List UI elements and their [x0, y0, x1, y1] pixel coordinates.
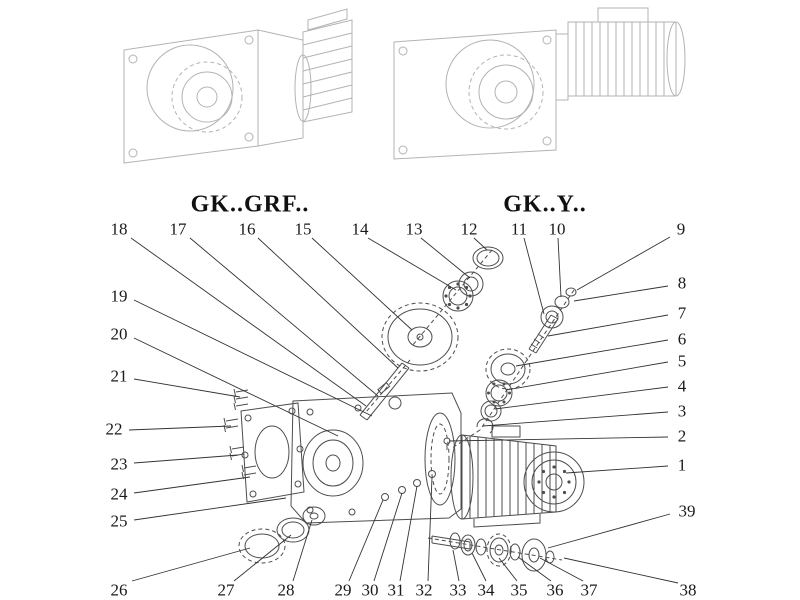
callout-6: 6 [677, 329, 687, 349]
callout-3: 3 [677, 401, 687, 421]
callout-10: 10 [548, 219, 566, 239]
gear-housing [290, 392, 462, 524]
gearbox-y-drawing [393, 7, 686, 160]
leader-line-9 [576, 236, 671, 291]
callout-23: 23 [110, 454, 128, 474]
leader-line-16 [257, 237, 399, 369]
callout-16: 16 [238, 219, 256, 239]
leader-line-21 [133, 378, 241, 398]
leader-line-18 [130, 237, 367, 407]
leader-line-38 [563, 557, 679, 584]
leader-line-28 [292, 519, 313, 582]
leader-line-34 [471, 552, 487, 582]
leader-line-19 [133, 299, 373, 417]
callout-25: 25 [110, 511, 128, 531]
leader-line-35 [498, 557, 518, 582]
bevel-pinion-shaft [528, 287, 577, 354]
model-label-grf: GK..GRF.. [190, 191, 310, 218]
callout-29: 29 [334, 580, 352, 600]
leader-line-24 [133, 476, 251, 494]
leader-line-22 [128, 425, 232, 431]
leader-line-1 [565, 465, 669, 474]
seal-and-ring-set [238, 506, 326, 564]
callout-17: 17 [169, 219, 187, 239]
callout-37: 37 [580, 580, 598, 600]
leader-line-17 [189, 237, 379, 397]
callout-36: 36 [546, 580, 564, 600]
callout-31: 31 [387, 580, 405, 600]
callout-28: 28 [277, 580, 295, 600]
leader-line-14 [367, 237, 457, 291]
gearbox-grf-drawing [123, 8, 353, 164]
leader-line-37 [539, 557, 584, 582]
leader-line-32 [427, 476, 433, 582]
callout-1: 1 [677, 455, 687, 475]
callout-11: 11 [510, 219, 528, 239]
leader-line-30 [373, 492, 403, 582]
callout-12: 12 [460, 219, 478, 239]
leader-line-29 [348, 499, 384, 582]
output-shaft-assembly [427, 532, 563, 572]
leader-line-8 [573, 285, 669, 302]
leader-line-27 [233, 534, 292, 582]
leader-line-10 [557, 237, 562, 298]
callout-32: 32 [415, 580, 433, 600]
leader-line-39 [547, 513, 671, 549]
leader-line-7 [547, 314, 669, 337]
leader-line-33 [452, 549, 460, 582]
bearing-race [458, 271, 484, 297]
leader-line-23 [133, 454, 239, 464]
leader-line-25 [133, 497, 287, 521]
callout-14: 14 [351, 219, 369, 239]
leader-line-12 [473, 237, 488, 251]
leader-line-15 [311, 237, 413, 331]
leader-line-13 [420, 237, 471, 279]
exploded-view-drawing [223, 246, 585, 572]
assembly-axis-lines [365, 249, 575, 449]
side-cover-plate [240, 402, 305, 503]
callout-18: 18 [110, 219, 128, 239]
callout-30: 30 [361, 580, 379, 600]
callout-34: 34 [477, 580, 495, 600]
fastening-screws [223, 388, 257, 480]
callout-39: 39 [678, 501, 696, 521]
callout-24: 24 [110, 484, 128, 504]
leader-line-11 [523, 237, 545, 315]
callout-38: 38 [679, 580, 697, 600]
callout-19: 19 [110, 286, 128, 306]
electric-motor [443, 425, 585, 528]
callout-13: 13 [405, 219, 423, 239]
leader-line-20 [133, 337, 339, 437]
callout-35: 35 [510, 580, 528, 600]
snap-ring-top [472, 246, 504, 270]
leader-line-6 [515, 339, 669, 367]
model-label-y: GK..Y.. [503, 191, 587, 218]
callout-27: 27 [217, 580, 235, 600]
callout-9: 9 [676, 219, 686, 239]
leader-lines [128, 236, 679, 584]
leader-line-4 [494, 386, 669, 410]
callout-5: 5 [677, 351, 687, 371]
leader-line-36 [517, 556, 552, 582]
leader-line-3 [482, 411, 669, 427]
callout-26: 26 [110, 580, 128, 600]
callout-33: 33 [449, 580, 467, 600]
callout-21: 21 [110, 366, 128, 386]
leader-line-2 [448, 436, 669, 442]
output-gear-set [476, 348, 531, 434]
callout-20: 20 [110, 324, 128, 344]
callout-2: 2 [677, 426, 687, 446]
input-shaft [359, 362, 410, 421]
callout-7: 7 [677, 303, 687, 323]
callout-22: 22 [105, 419, 123, 439]
callout-8: 8 [677, 273, 687, 293]
leader-line-5 [505, 361, 669, 391]
leader-line-31 [399, 485, 418, 582]
helical-gear-large [381, 302, 459, 372]
leader-line-26 [131, 547, 251, 582]
callout-4: 4 [677, 376, 687, 396]
callout-15: 15 [294, 219, 312, 239]
